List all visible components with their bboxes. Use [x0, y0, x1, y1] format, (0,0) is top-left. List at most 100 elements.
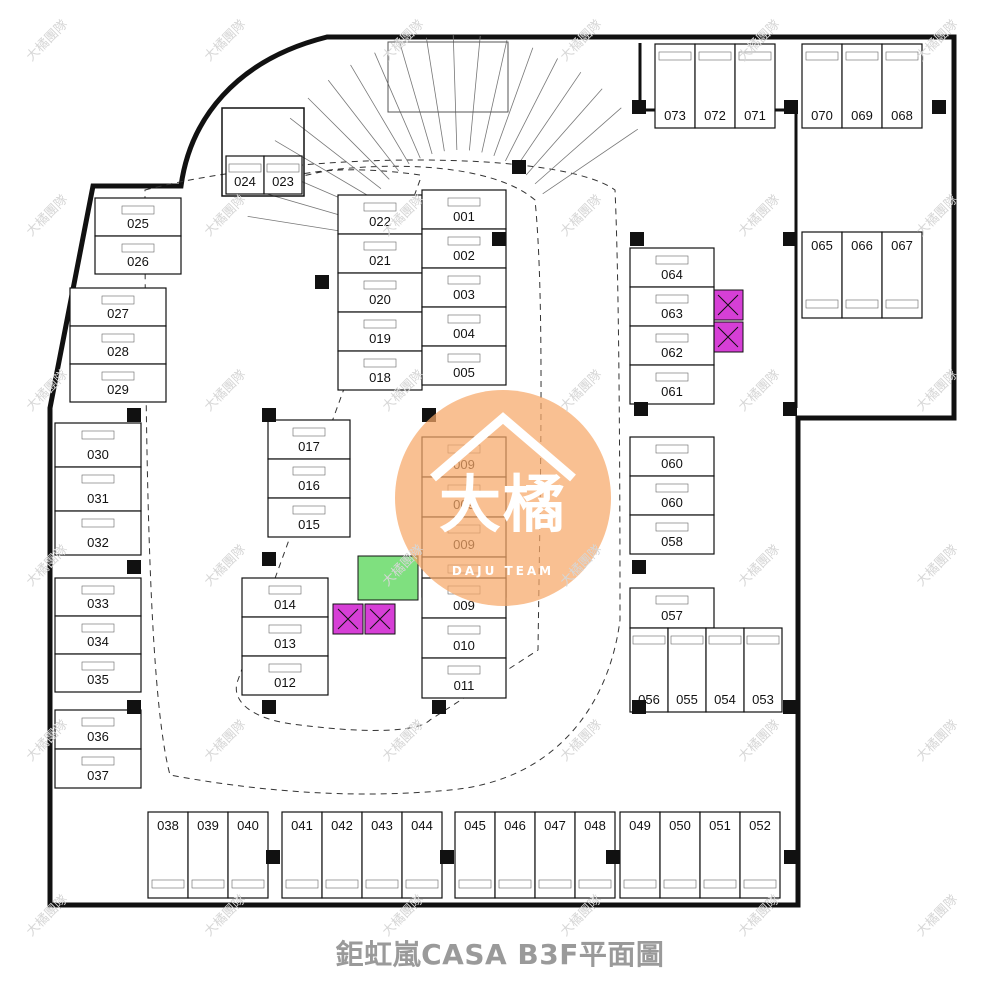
structural-column — [932, 100, 946, 114]
parking-stall: 039 — [187, 811, 229, 899]
stall-number: 009 — [453, 598, 475, 613]
structural-column — [315, 275, 329, 289]
stall-number: 032 — [87, 535, 109, 550]
parking-stall: 047 — [534, 811, 576, 899]
stall-number: 064 — [661, 267, 683, 282]
parking-stall: 014 — [241, 577, 329, 618]
parking-stall: 053 — [743, 627, 783, 713]
structural-column — [632, 100, 646, 114]
parking-stall: 023 — [263, 155, 303, 195]
stall-number: 038 — [157, 818, 179, 833]
parking-stall: 042 — [321, 811, 363, 899]
stall-number: 005 — [453, 365, 475, 380]
stall-number: 039 — [197, 818, 219, 833]
stall-number: 046 — [504, 818, 526, 833]
inner-island-outline — [235, 165, 542, 731]
structural-column — [440, 850, 454, 864]
stall-number: 072 — [704, 108, 726, 123]
parking-stall: 050 — [659, 811, 701, 899]
structural-column — [632, 700, 646, 714]
parking-stall: 020 — [337, 272, 423, 313]
stall-number: 021 — [369, 253, 391, 268]
parking-stall: 064 — [629, 247, 715, 288]
parking-stall: 068 — [881, 43, 923, 129]
stall-number: 067 — [891, 238, 913, 253]
parking-stall: 022 — [337, 194, 423, 235]
stall-number: 054 — [714, 692, 736, 707]
plan-caption: 鉅虹嵐CASA B3F平面圖 — [335, 938, 665, 971]
parking-stall: 028 — [69, 325, 167, 365]
parking-stall: 043 — [361, 811, 403, 899]
parking-stall: 004 — [421, 306, 507, 347]
stall-number: 050 — [669, 818, 691, 833]
stall-number: 031 — [87, 491, 109, 506]
stall-number: 030 — [87, 447, 109, 462]
stall-number: 073 — [664, 108, 686, 123]
structural-column — [784, 100, 798, 114]
parking-stall: 003 — [421, 267, 507, 308]
stall-number: 013 — [274, 636, 296, 651]
structural-column — [512, 160, 526, 174]
parking-stall: 027 — [69, 287, 167, 327]
stall-number: 040 — [237, 818, 259, 833]
stall-number: 024 — [234, 174, 256, 189]
parking-stall: 056 — [629, 627, 669, 713]
structural-column — [783, 232, 797, 246]
parking-stall: 015 — [267, 497, 351, 538]
parking-stall: 058 — [629, 514, 715, 555]
stall-number: 068 — [891, 108, 913, 123]
structural-column — [127, 700, 141, 714]
stall-number: 060 — [661, 495, 683, 510]
stall-number: 014 — [274, 597, 296, 612]
parking-stall: 062 — [629, 325, 715, 366]
stall-number: 055 — [676, 692, 698, 707]
parking-stall: 038 — [147, 811, 189, 899]
structural-column — [783, 700, 797, 714]
parking-stall: 067 — [881, 231, 923, 319]
parking-stall: 013 — [241, 616, 329, 657]
parking-stall: 065 — [801, 231, 843, 319]
parking-stall: 031 — [54, 466, 142, 512]
parking-stall: 021 — [337, 233, 423, 274]
stall-number: 062 — [661, 345, 683, 360]
stall-number: 066 — [851, 238, 873, 253]
elevators — [332, 289, 744, 635]
parking-stall: 033 — [54, 577, 142, 617]
stall-number: 003 — [453, 287, 475, 302]
structural-column — [262, 552, 276, 566]
structural-column — [127, 560, 141, 574]
stall-number: 063 — [661, 306, 683, 321]
logo-disc — [395, 390, 611, 606]
stall-number: 070 — [811, 108, 833, 123]
parking-stall: 010 — [421, 617, 507, 659]
stall-number: 028 — [107, 344, 129, 359]
stall-number: 037 — [87, 768, 109, 783]
stall-number: 002 — [453, 248, 475, 263]
structural-column — [127, 408, 141, 422]
stall-number: 035 — [87, 672, 109, 687]
stall-number: 026 — [127, 254, 149, 269]
watermark-logo: 大橘 DAJU TEAM — [393, 388, 613, 608]
stall-number: 042 — [331, 818, 353, 833]
stall-number: 036 — [87, 729, 109, 744]
parking-stall: 055 — [667, 627, 707, 713]
structural-column — [262, 408, 276, 422]
stall-number: 027 — [107, 306, 129, 321]
stall-number: 051 — [709, 818, 731, 833]
stall-number: 016 — [298, 478, 320, 493]
parking-stall: 030 — [54, 422, 142, 468]
parking-stall: 066 — [841, 231, 883, 319]
parking-stall: 011 — [421, 657, 507, 699]
stall-number: 022 — [369, 214, 391, 229]
parking-stall: 061 — [629, 364, 715, 405]
parking-stall: 019 — [337, 311, 423, 352]
parking-stall: 040 — [227, 811, 269, 899]
structural-column — [784, 850, 798, 864]
parking-stall: 063 — [629, 286, 715, 327]
structural-column — [432, 700, 446, 714]
structural-column — [783, 402, 797, 416]
stall-number: 047 — [544, 818, 566, 833]
parking-stall: 052 — [739, 811, 781, 899]
